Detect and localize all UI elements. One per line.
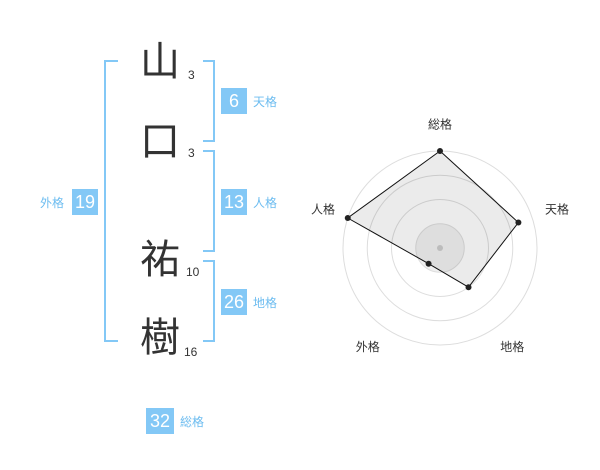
radar-point: [515, 219, 522, 226]
radar-axis-label: 外格: [356, 339, 380, 354]
soukaku-label: 総格: [180, 415, 205, 429]
name-char-4: 樹: [140, 315, 180, 361]
radar-point: [344, 215, 351, 222]
radar-center: [437, 245, 443, 251]
jinkaku-bracket: [203, 150, 215, 252]
name-char-2: 口: [140, 119, 180, 165]
radar-axis-label: 総格: [428, 117, 452, 132]
tenkaku-value: 6: [221, 88, 247, 114]
jinkaku-label: 人格: [253, 196, 278, 210]
gaikaku-label: 外格: [40, 196, 65, 210]
stroke-count-1: 3: [188, 68, 195, 82]
gaikaku-value: 19: [72, 189, 98, 215]
radar-point: [425, 260, 432, 267]
chikaku-value: 26: [221, 289, 247, 315]
chikaku-label: 地格: [253, 296, 278, 310]
name-char-3: 祐: [140, 237, 180, 283]
jinkaku-value: 13: [221, 189, 247, 215]
soukaku-value: 32: [146, 408, 174, 434]
stroke-count-2: 3: [188, 146, 195, 160]
radar-point: [465, 284, 472, 291]
name-char-1: 山: [140, 39, 180, 85]
radar-axis-label: 地格: [500, 339, 524, 354]
tenkaku-label: 天格: [253, 95, 278, 109]
radar-axis-label: 天格: [545, 201, 569, 216]
radar-ring: [391, 199, 489, 297]
radar-ring: [366, 174, 514, 322]
radar-axis-label: 人格: [311, 201, 335, 216]
radar-area: [346, 150, 520, 288]
tenkaku-bracket: [203, 60, 215, 142]
radar-point: [437, 148, 443, 154]
stroke-count-3: 10: [186, 265, 200, 279]
gaikaku-bracket: [104, 60, 118, 342]
stroke-count-4: 16: [184, 345, 198, 359]
chikaku-bracket: [203, 260, 215, 342]
